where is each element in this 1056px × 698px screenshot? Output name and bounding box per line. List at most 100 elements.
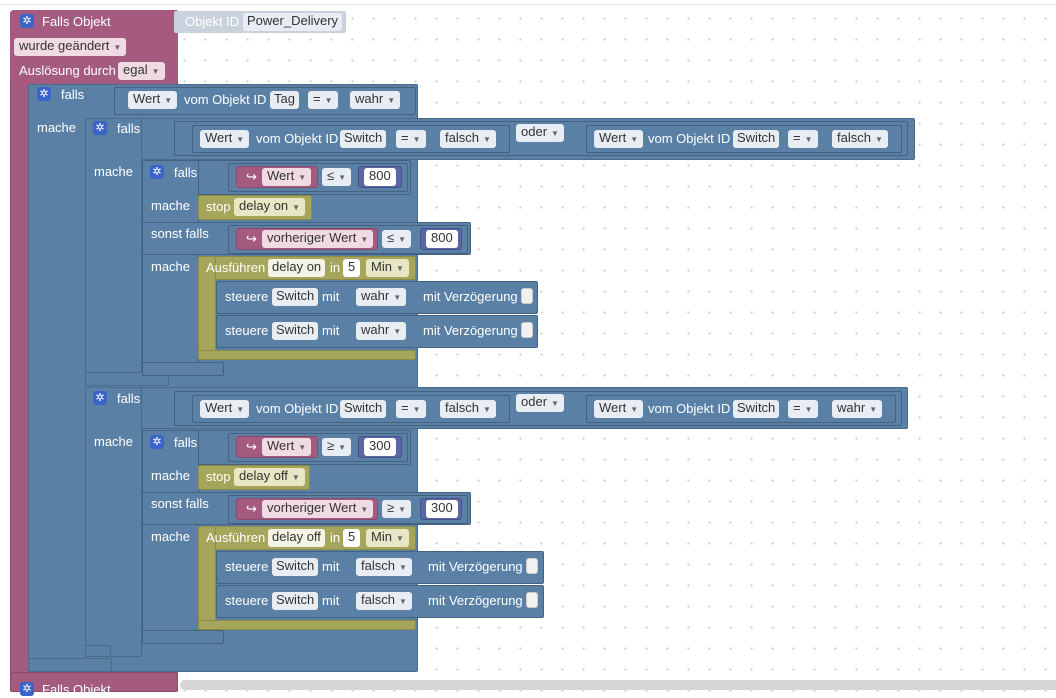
if-block-wert-ge-300-bottom (142, 630, 224, 644)
vorheriger-wert-dropdown[interactable]: vorheriger Wert▼ (262, 230, 374, 248)
if-block-switch-wahr-body (85, 387, 142, 657)
event-title: Falls Objekt (42, 14, 111, 29)
eq-dropdown[interactable]: =▼ (396, 400, 426, 418)
if-block-switch-falsch-body (85, 118, 142, 386)
number-5[interactable]: 5 (343, 259, 361, 277)
gear-icon[interactable]: ✲ (20, 14, 34, 28)
verzoegerung-checkbox[interactable] (526, 558, 538, 574)
vom-objekt-id-label: vom Objekt ID (648, 401, 731, 416)
wert-dropdown[interactable]: Wert▼ (262, 168, 312, 186)
objid-tag-field[interactable]: Tag (270, 91, 299, 109)
if-block-wert-le-800-body (142, 160, 199, 376)
mache-label: mache (151, 259, 191, 274)
min-dropdown[interactable]: Min▼ (366, 259, 409, 277)
mit-label: mit (322, 323, 340, 338)
eq-dropdown[interactable]: =▼ (788, 130, 818, 148)
number-300[interactable]: 300 (364, 438, 396, 456)
falsch-dropdown[interactable]: falsch▼ (440, 130, 496, 148)
le-dropdown[interactable]: ≤▼ (322, 168, 352, 186)
vorheriger-wert-dropdown[interactable]: vorheriger Wert▼ (262, 500, 374, 518)
steuere-label: steuere (225, 593, 269, 608)
mache-label: mache (151, 198, 191, 213)
verzoegerung-checkbox[interactable] (521, 288, 533, 304)
objid-switch-field[interactable]: Switch (733, 400, 780, 418)
gear-icon[interactable]: ✲ (93, 391, 107, 405)
stop-label: stop (206, 199, 231, 214)
wahr-dropdown[interactable]: wahr▼ (356, 288, 407, 306)
verzoegerung-checkbox[interactable] (521, 322, 533, 338)
wahr-dropdown[interactable]: wahr▼ (350, 91, 401, 109)
in-label: in (330, 260, 341, 275)
number-300[interactable]: 300 (426, 500, 458, 518)
ge-dropdown[interactable]: ≥▼ (382, 500, 412, 518)
falsch-dropdown[interactable]: falsch▼ (440, 400, 496, 418)
falsch-dropdown[interactable]: falsch▼ (832, 130, 888, 148)
vom-objekt-id-label: vom Objekt ID (648, 131, 731, 146)
gear-icon[interactable]: ✲ (150, 165, 164, 179)
mit-label: mit (322, 289, 340, 304)
mache-label: mache (151, 529, 191, 544)
gear-icon[interactable]: ✲ (93, 121, 107, 135)
oder-dropdown[interactable]: oder▼ (516, 394, 564, 412)
delay-on-field[interactable]: delay on (268, 259, 326, 277)
eq-dropdown[interactable]: =▼ (308, 91, 338, 109)
ausfuehren-delay-on-foot (198, 350, 416, 360)
wahr-dropdown[interactable]: wahr▼ (832, 400, 883, 418)
min-dropdown[interactable]: Min▼ (366, 529, 409, 547)
verzoegerung-checkbox[interactable] (526, 592, 538, 608)
objid-switch-field[interactable]: Switch (340, 130, 387, 148)
objid-switch-field[interactable]: Switch (272, 322, 319, 340)
wert-dropdown[interactable]: Wert▼ (262, 438, 312, 456)
mit-label: mit (322, 593, 340, 608)
number-5[interactable]: 5 (343, 529, 361, 547)
workspace-top-border (0, 4, 1056, 5)
gear-icon[interactable]: ✲ (150, 435, 164, 449)
event-title-next: Falls Objekt (42, 682, 111, 697)
mit-verzoegerung-label: mit Verzögerung (428, 593, 523, 608)
horizontal-scrollbar[interactable] (180, 680, 1056, 690)
wert-dropdown[interactable]: Wert▼ (128, 91, 178, 109)
delay-off-dropdown[interactable]: delay off▼ (234, 468, 305, 486)
vom-objekt-id-label: vom Objekt ID (256, 401, 339, 416)
wert-dropdown[interactable]: Wert▼ (200, 130, 250, 148)
number-800[interactable]: 800 (426, 230, 458, 248)
delay-on-dropdown[interactable]: delay on▼ (234, 198, 306, 216)
delay-off-field[interactable]: delay off (268, 529, 325, 547)
if-block-wert-le-800-bottom (142, 362, 224, 376)
in-label: in (330, 530, 341, 545)
steuere-label: steuere (225, 289, 269, 304)
mache-label: mache (37, 120, 77, 135)
mit-label: mit (322, 559, 340, 574)
falls-label: falls (174, 435, 198, 450)
le-dropdown[interactable]: ≤▼ (382, 230, 412, 248)
mit-verzoegerung-label: mit Verzögerung (423, 289, 518, 304)
wert-dropdown[interactable]: Wert▼ (594, 400, 644, 418)
gear-icon[interactable]: ✲ (37, 87, 51, 101)
objid-switch-field[interactable]: Switch (272, 288, 319, 306)
ausfuehren-delay-off-foot (198, 620, 416, 630)
ausfuehren-label: Ausführen (206, 530, 266, 545)
wert-dropdown[interactable]: Wert▼ (200, 400, 250, 418)
ausloesung-dropdown[interactable]: egal▼ (118, 62, 165, 80)
eq-dropdown[interactable]: =▼ (788, 400, 818, 418)
gear-icon[interactable]: ✲ (20, 682, 34, 696)
wahr-dropdown[interactable]: wahr▼ (356, 322, 407, 340)
mache-label: mache (94, 434, 134, 449)
ge-dropdown[interactable]: ≥▼ (322, 438, 352, 456)
objid-switch-field[interactable]: Switch (733, 130, 780, 148)
falsch-dropdown[interactable]: falsch▼ (356, 592, 412, 610)
objid-switch-field[interactable]: Switch (340, 400, 387, 418)
number-800[interactable]: 800 (364, 168, 396, 186)
falsch-dropdown[interactable]: falsch▼ (356, 558, 412, 576)
eq-dropdown[interactable]: =▼ (396, 130, 426, 148)
trigger-dropdown[interactable]: wurde geändert▼ (14, 38, 127, 56)
mit-verzoegerung-label: mit Verzögerung (423, 323, 518, 338)
objid-switch-field[interactable]: Switch (272, 558, 319, 576)
mit-verzoegerung-label: mit Verzögerung (428, 559, 523, 574)
objid-field[interactable]: Power_Delivery (243, 13, 343, 31)
objid-switch-field[interactable]: Switch (272, 592, 319, 610)
if-block-tag-bottom (28, 658, 112, 672)
oder-dropdown[interactable]: oder▼ (516, 124, 564, 142)
wert-dropdown[interactable]: Wert▼ (594, 130, 644, 148)
falls-label: falls (117, 391, 141, 406)
